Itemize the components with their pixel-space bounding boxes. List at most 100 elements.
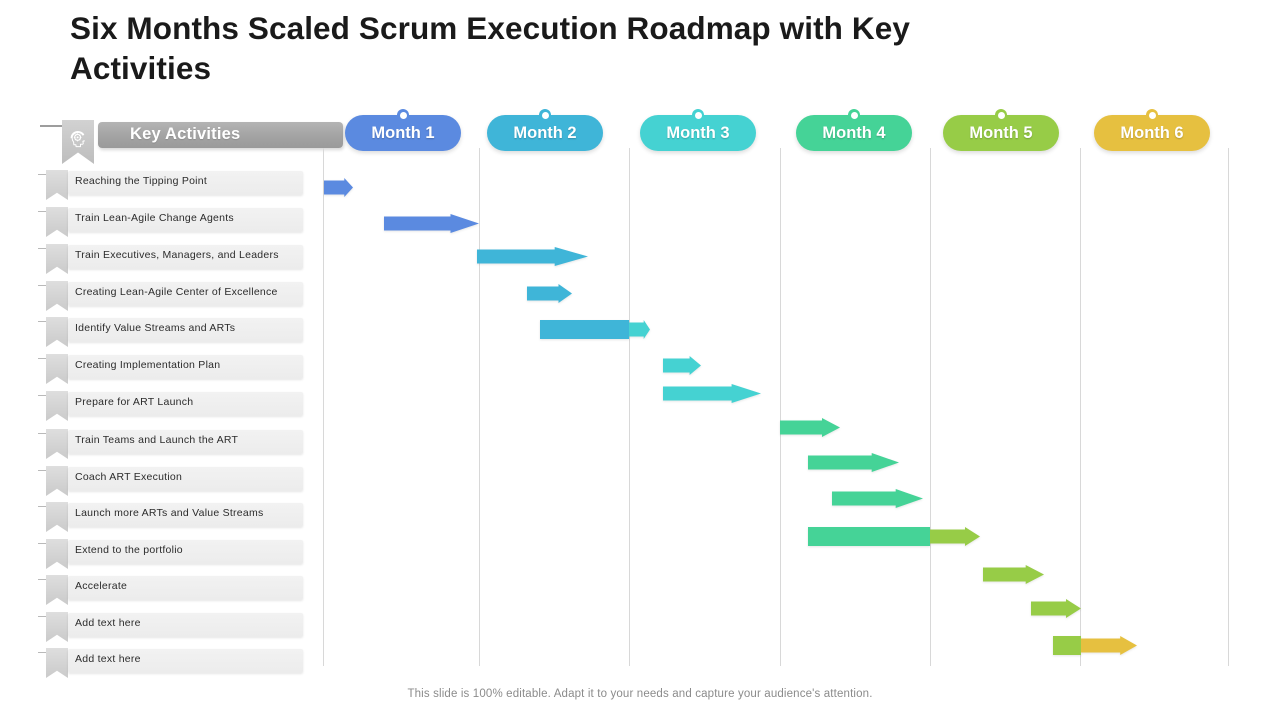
activity-label-bar (68, 245, 303, 269)
month-pill-notch-icon (692, 109, 704, 121)
activity-label-bar (68, 208, 303, 232)
gantt-bar[interactable] (663, 356, 701, 375)
gantt-bar[interactable] (663, 384, 761, 403)
gantt-bar[interactable] (324, 178, 353, 197)
activity-label-bar (68, 467, 303, 491)
gantt-bar[interactable] (540, 320, 650, 339)
column-divider-2 (629, 148, 630, 666)
month-pill-notch-icon (539, 109, 551, 121)
activity-label-bar (68, 355, 303, 379)
activity-row[interactable]: Coach ART Execution (38, 466, 303, 496)
activity-label: Creating Implementation Plan (75, 359, 221, 371)
activity-row[interactable]: Add text here (38, 612, 303, 642)
activity-label-bar (68, 282, 303, 306)
activity-label: Accelerate (75, 580, 128, 592)
month-pill-notch-icon (848, 109, 860, 121)
gantt-bar[interactable] (983, 565, 1044, 584)
activity-label: Coach ART Execution (75, 471, 183, 483)
activity-label-bar (68, 392, 303, 416)
activity-label: Prepare for ART Launch (75, 396, 194, 408)
activity-row[interactable]: Prepare for ART Launch (38, 391, 303, 421)
activity-ribbon-icon (46, 539, 68, 569)
activity-ribbon-icon (46, 575, 68, 605)
gantt-bar[interactable] (808, 453, 899, 472)
activity-ribbon-icon (46, 612, 68, 642)
gantt-bar-arrowhead-icon (629, 320, 650, 339)
gantt-bar-arrowhead-icon (384, 214, 479, 233)
activity-row[interactable]: Train Executives, Managers, and Leaders (38, 244, 303, 274)
activity-label-bar (68, 576, 303, 600)
month-pill-4[interactable]: Month 4 (796, 109, 912, 151)
month-pill-6[interactable]: Month 6 (1094, 109, 1210, 151)
gantt-bar-segment (808, 527, 930, 546)
gantt-bar-arrowhead-icon (808, 453, 899, 472)
column-divider-3 (780, 148, 781, 666)
mind-gears-icon (70, 130, 85, 148)
activity-ribbon-icon (46, 207, 68, 237)
activity-ribbon-icon (46, 429, 68, 459)
activity-ribbon-icon (46, 317, 68, 347)
activity-ribbon-icon (46, 466, 68, 496)
month-pill-notch-icon (397, 109, 409, 121)
activity-row[interactable]: Reaching the Tipping Point (38, 170, 303, 200)
gantt-bar[interactable] (527, 284, 572, 303)
activity-ribbon-icon (46, 354, 68, 384)
column-divider-5 (1080, 148, 1081, 666)
activity-row[interactable]: Add text here (38, 648, 303, 678)
month-pill-3[interactable]: Month 3 (640, 109, 756, 151)
activity-label: Train Executives, Managers, and Leaders (75, 249, 279, 261)
gantt-bar-arrowhead-icon (1031, 599, 1081, 618)
column-divider-0 (323, 148, 324, 666)
gantt-bar-segment (540, 320, 629, 339)
activity-label: Launch more ARTs and Value Streams (75, 507, 264, 519)
gantt-bar-arrowhead-icon (1081, 636, 1137, 655)
month-pill-5[interactable]: Month 5 (943, 109, 1059, 151)
gantt-bar-arrowhead-icon (663, 384, 761, 403)
gantt-bar-arrowhead-icon (527, 284, 572, 303)
activity-label: Train Lean-Agile Change Agents (75, 212, 234, 224)
activity-row[interactable]: Creating Lean-Agile Center of Excellence (38, 281, 303, 311)
gantt-bar-arrowhead-icon (477, 247, 588, 266)
activity-row[interactable]: Identify Value Streams and ARTs (38, 317, 303, 347)
activity-label: Extend to the portfolio (75, 544, 183, 556)
gantt-bar[interactable] (780, 418, 840, 437)
activity-row[interactable]: Extend to the portfolio (38, 539, 303, 569)
gantt-bar[interactable] (1031, 599, 1081, 618)
activity-label-bar (68, 430, 303, 454)
activity-ribbon-icon (46, 170, 68, 200)
activity-ribbon-icon (46, 391, 68, 421)
month-pill-1[interactable]: Month 1 (345, 109, 461, 151)
month-pill-2[interactable]: Month 2 (487, 109, 603, 151)
gantt-bar[interactable] (1053, 636, 1137, 655)
activity-row[interactable]: Launch more ARTs and Value Streams (38, 502, 303, 532)
activity-ribbon-icon (46, 502, 68, 532)
activity-label-bar (68, 503, 303, 527)
activity-ribbon-icon (46, 281, 68, 311)
gantt-bar-arrowhead-icon (780, 418, 840, 437)
activity-row[interactable]: Creating Implementation Plan (38, 354, 303, 384)
activity-label-bar (68, 649, 303, 673)
gantt-bar-arrowhead-icon (983, 565, 1044, 584)
activity-label: Add text here (75, 617, 141, 629)
activity-row[interactable]: Accelerate (38, 575, 303, 605)
activity-label-bar (68, 171, 303, 195)
activity-label: Add text here (75, 653, 141, 665)
column-divider-4 (930, 148, 931, 666)
activity-label: Reaching the Tipping Point (75, 175, 208, 187)
activity-row[interactable]: Train Teams and Launch the ART (38, 429, 303, 459)
activity-row[interactable]: Train Lean-Agile Change Agents (38, 207, 303, 237)
gantt-bar[interactable] (832, 489, 923, 508)
activity-label-bar (68, 318, 303, 342)
gantt-bar[interactable] (477, 247, 588, 266)
gantt-bar[interactable] (808, 527, 980, 546)
activity-ribbon-icon (46, 244, 68, 274)
key-activities-header: Key Activities (40, 118, 343, 164)
header-ribbon-tail (40, 125, 76, 127)
gantt-bar[interactable] (384, 214, 479, 233)
activity-ribbon-icon (46, 648, 68, 678)
page-title: Six Months Scaled Scrum Execution Roadma… (70, 10, 910, 86)
column-divider-6 (1228, 148, 1229, 666)
gantt-bar-arrowhead-icon (324, 178, 353, 197)
month-pill-notch-icon (995, 109, 1007, 121)
key-activities-bar: Key Activities (98, 122, 343, 148)
